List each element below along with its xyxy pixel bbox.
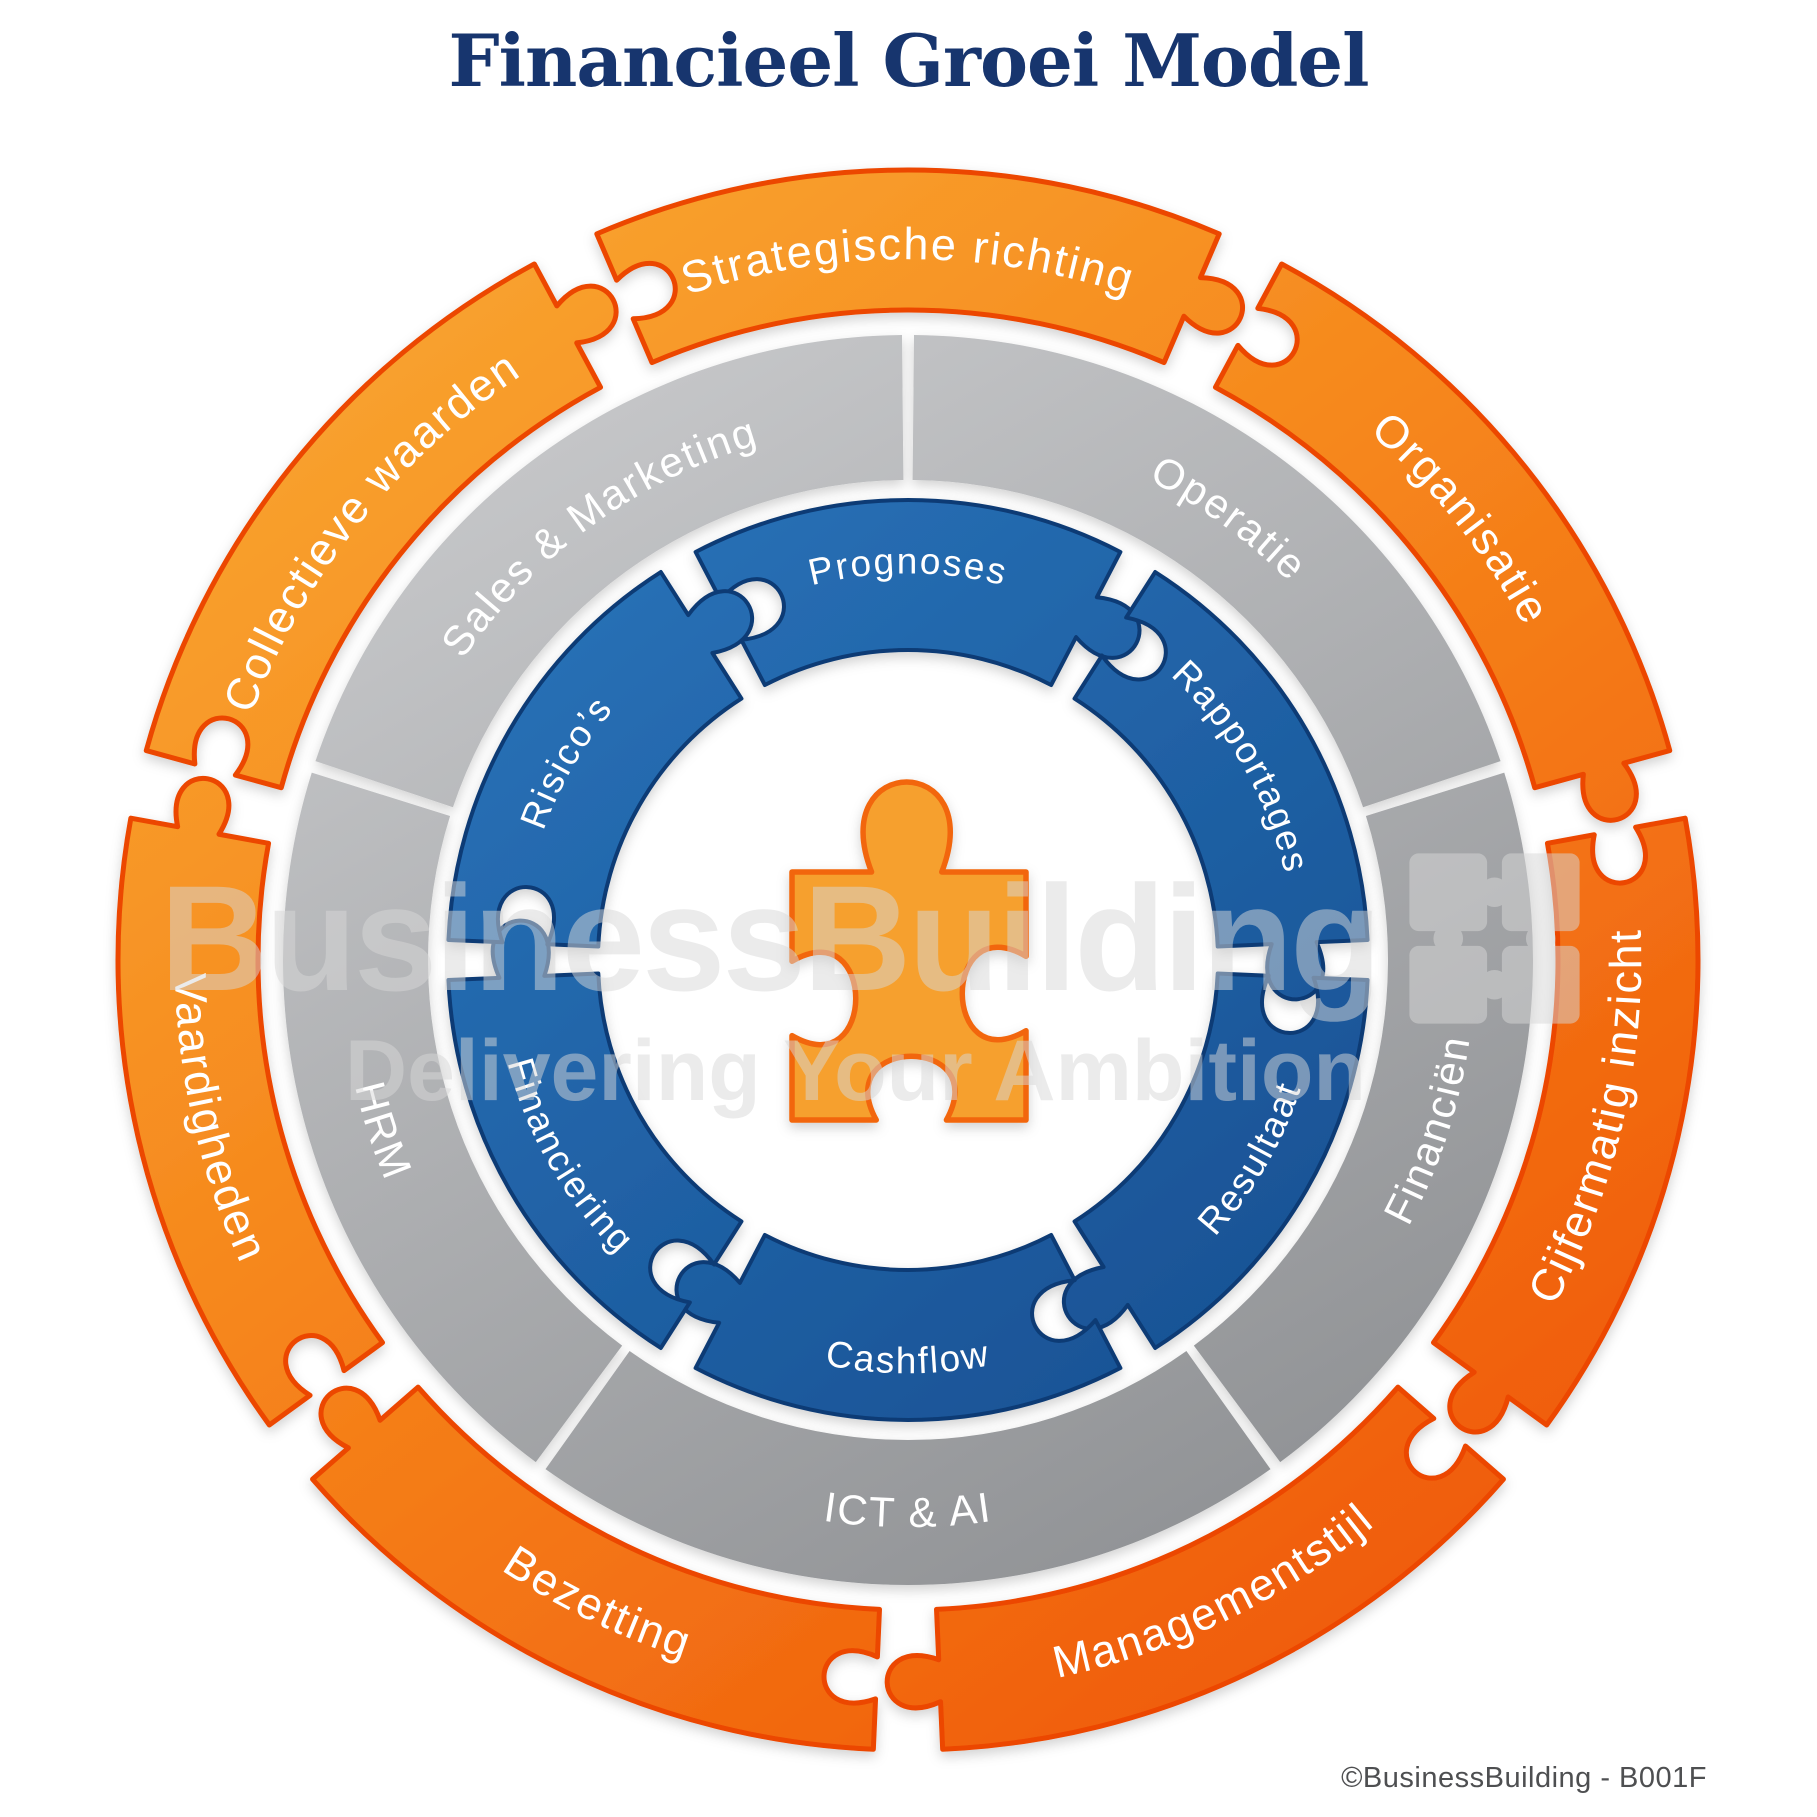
outer-piece-collectieve-waarden	[143, 261, 619, 791]
copyright-text: ©BusinessBuilding - B001F	[1341, 1762, 1707, 1794]
inner-piece-cashflow	[674, 1232, 1123, 1422]
middle-label-ict-ai: ICT & AI	[821, 1483, 995, 1536]
inner-piece-resultaat	[1061, 971, 1370, 1350]
inner-piece-financiering	[446, 918, 744, 1350]
middle-segment-ict-ai	[545, 1351, 1271, 1586]
inner-label-cashflow: Cashflow	[823, 1333, 993, 1382]
outer-piece-bezetting	[310, 1384, 882, 1752]
outer-piece-vaardigheden	[115, 775, 386, 1428]
inner-piece-risico-s	[446, 570, 755, 949]
middle-segment-operatie	[912, 335, 1501, 808]
outer-piece-strategische-richting	[594, 167, 1245, 366]
outer-piece-cijfermatig-inzicht	[1430, 815, 1701, 1435]
middle-segment-hrm	[282, 772, 623, 1463]
inner-piece-rapportages	[1072, 570, 1370, 1002]
inner-blue-ring: PrognosesRapportagesResultaatCashflowFin…	[446, 498, 1370, 1422]
outer-piece-organisatie	[1212, 261, 1673, 823]
center-puzzle-piece-icon	[789, 779, 1029, 1123]
middle-segment-sales-marketing	[315, 335, 904, 808]
outer-piece-managementstijl	[884, 1384, 1506, 1752]
page-title: Financieel Groei Model	[448, 18, 1370, 103]
inner-piece-prognoses	[693, 498, 1142, 688]
